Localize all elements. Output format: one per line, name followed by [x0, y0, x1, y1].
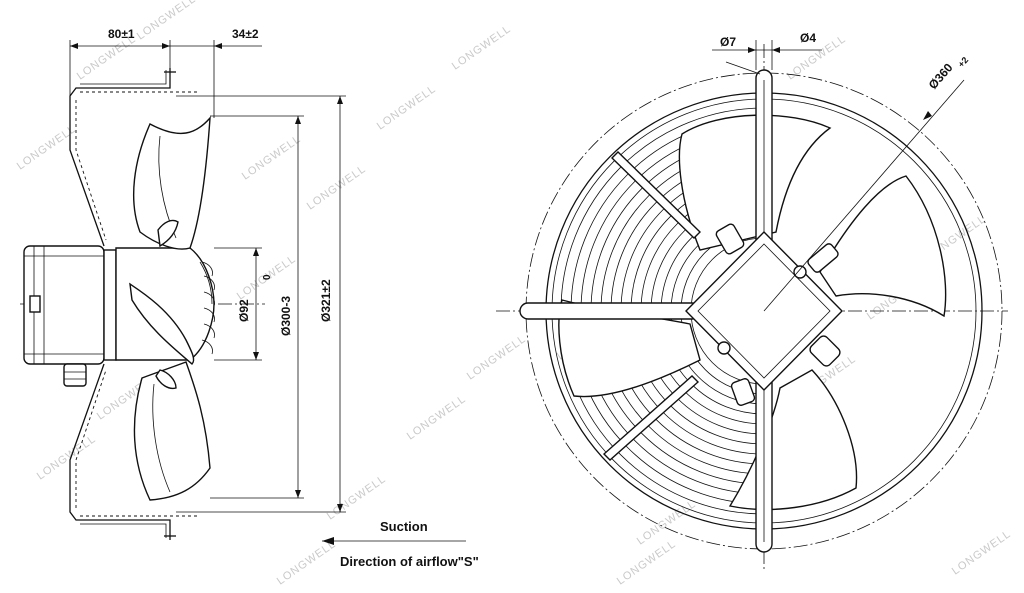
dim-7: Ø7: [720, 35, 736, 49]
strut: [611, 151, 701, 239]
dim-360: Ø360: [926, 60, 956, 92]
dim-360-tol: +2: [956, 55, 970, 69]
motor-boss: [807, 243, 839, 273]
motor-screw: [793, 265, 807, 279]
blade-front-right: [819, 175, 947, 318]
guard-profile-upper-inner: [80, 70, 167, 85]
dim-leader-360: [763, 79, 965, 312]
dim-321: Ø321±2: [319, 279, 333, 322]
dim-arrows: [748, 47, 780, 53]
guard-profile-lower: [69, 363, 171, 540]
watermark: LONGWELL: [275, 538, 339, 587]
cable-gland: [63, 363, 87, 387]
motor-plug: [29, 295, 41, 313]
hub-vents: [201, 261, 215, 355]
dim-4: Ø4: [800, 31, 816, 45]
guard-wire-lower: [75, 369, 107, 508]
blade-side-upper: [132, 115, 211, 250]
support-rail-horizontal: [519, 302, 701, 320]
watermark: LONGWELL: [305, 163, 369, 212]
blade-front-top: [678, 114, 832, 251]
front-view: Ø7 Ø4 Ø360 +2: [496, 31, 1008, 572]
blade-root: [157, 219, 179, 248]
cable-gland-front: [809, 335, 841, 367]
blade-side-mid: [129, 282, 195, 365]
dim-92: Ø92: [237, 299, 251, 322]
dim-arrow: [214, 43, 222, 49]
motor-boss: [715, 223, 745, 255]
motor-box-inner: [697, 243, 831, 379]
hub-shade: [199, 261, 213, 305]
strut: [602, 375, 700, 461]
watermark: LONGWELL: [950, 528, 1014, 577]
watermark: LONGWELL: [450, 23, 514, 72]
motor-boss: [730, 378, 756, 406]
watermark: LONGWELL: [35, 433, 99, 482]
airflow-direction-label: Direction of airflow"S": [340, 554, 479, 569]
blade-root: [155, 369, 177, 390]
guard-profile-lower-inner: [80, 523, 167, 538]
watermark: LONGWELL: [15, 123, 79, 172]
watermark: LONGWELL: [465, 333, 529, 382]
suction-label: Suction: [380, 519, 428, 534]
watermark: LONGWELL: [325, 473, 389, 522]
dim-300-tol: 0: [262, 274, 273, 280]
rotor-hub: [115, 247, 215, 361]
watermark: LONGWELL: [135, 0, 199, 42]
watermark: LONGWELL: [240, 133, 304, 182]
dim-80: 80±1: [108, 27, 135, 41]
side-view: 80±1 34±2 Ø92 Ø300-3 0 Ø321±2 Suction Di…: [20, 27, 479, 569]
motor-flange: [103, 249, 117, 361]
watermark: LONGWELL: [405, 393, 469, 442]
guard-profile-upper: [69, 68, 171, 247]
guard-wire-upper: [75, 100, 107, 241]
motor-screw: [717, 341, 731, 355]
blade-edge: [152, 383, 171, 493]
airflow-arrow: [322, 537, 334, 545]
watermark: LONGWELL: [375, 83, 439, 132]
dim-arrow: [923, 111, 932, 120]
watermark: LONGWELL: [615, 538, 679, 587]
dim-34: 34±2: [232, 27, 259, 41]
dim-leader-7: [725, 61, 761, 75]
dim-300: Ø300-3: [279, 296, 293, 336]
mounting-circle: [525, 72, 1003, 550]
